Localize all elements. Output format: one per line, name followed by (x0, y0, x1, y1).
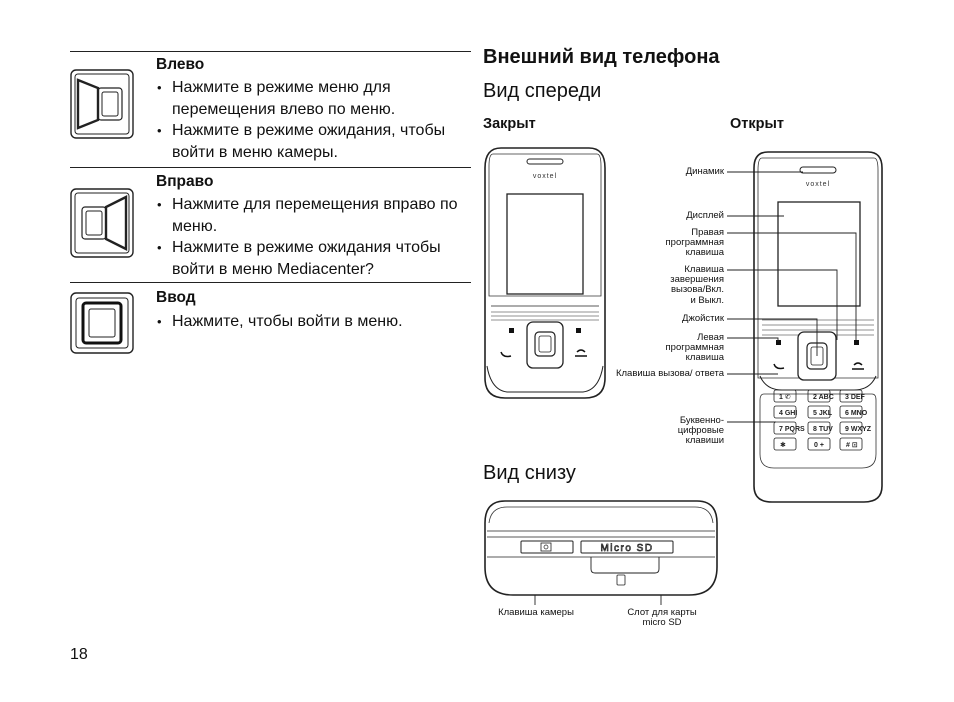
bullet-item: Нажмите в режиме меню для перемещения вл… (156, 77, 476, 120)
svg-text:# ⊡: # ⊡ (846, 442, 858, 449)
svg-text:7 PQRS: 7 PQRS (779, 426, 805, 433)
enter-key-icon (70, 292, 134, 354)
key-title-right: Вправо (156, 173, 214, 190)
section-title: Внешний вид телефона (483, 46, 720, 68)
right-key-description: Нажмите для перемещения вправо по меню. … (156, 194, 476, 280)
enter-key-description: Нажмите, чтобы войти в меню. (156, 311, 476, 333)
svg-text:2 ABC: 2 ABC (813, 394, 834, 401)
svg-text:✱: ✱ (780, 441, 786, 449)
closed-phone-illustration: voxtel (483, 146, 607, 405)
callout-joystick: Джойстик (682, 313, 724, 324)
closed-label: Закрыт (483, 116, 536, 132)
callout-right-soft-key: Правая программная клавиша (665, 227, 724, 259)
open-label: Открыт (730, 116, 784, 132)
closed-brand-text: voxtel (533, 173, 557, 180)
svg-text:3 DEF: 3 DEF (845, 394, 866, 401)
svg-text:4 GHI: 4 GHI (779, 410, 797, 417)
svg-text:9 WXYZ: 9 WXYZ (845, 426, 872, 433)
key-title-enter: Ввод (156, 289, 196, 306)
divider-top (70, 51, 471, 52)
left-key-description: Нажмите в режиме меню для перемещения вл… (156, 77, 476, 163)
page-number: 18 (70, 646, 88, 663)
bullet-item: Нажмите для перемещения вправо по меню. (156, 194, 476, 237)
right-key-icon (70, 187, 134, 259)
svg-text:6 MNO: 6 MNO (845, 410, 868, 417)
left-key-icon (70, 68, 134, 140)
bullet-item: Нажмите, чтобы войти в меню. (156, 311, 476, 333)
bottom-phone-illustration: Micro SD (483, 499, 719, 604)
callout-alnum-keys: Буквенно- цифровые клавиши (677, 415, 724, 447)
bullet-item: Нажмите в режиме ожидания, чтобы войти в… (156, 120, 476, 163)
divider (70, 282, 471, 283)
svg-text:0 +: 0 + (814, 442, 824, 449)
svg-text:8 TUV: 8 TUV (813, 426, 833, 433)
callout-speaker: Динамик (685, 166, 724, 177)
callout-end-key: Клавиша завершения вызова/Вкл. и Выкл. (670, 264, 724, 306)
divider (70, 167, 471, 168)
callout-display: Дисплей (686, 210, 724, 221)
svg-text:5 JKL: 5 JKL (813, 410, 833, 417)
callout-camera-key: Клавиша камеры (498, 607, 574, 618)
callout-call-key: Клавиша вызова/ ответа (615, 368, 724, 379)
micro-sd-label: Micro SD (600, 543, 653, 554)
front-view-title: Вид спереди (483, 80, 602, 102)
callout-sd-slot: Слот для карты micro SD (627, 607, 697, 629)
bottom-view-title: Вид снизу (483, 462, 576, 484)
bullet-item: Нажмите в режиме ожидания чтобы войти в … (156, 237, 476, 280)
svg-text:1 ✆: 1 ✆ (779, 394, 791, 401)
open-brand-text: voxtel (806, 181, 830, 188)
open-phone-illustration: voxtel 1 ✆ 2 ABC 3 DEF 4 GHI 5 JKL 6 MNO 7 P… (752, 150, 884, 509)
key-title-left: Влево (156, 56, 205, 73)
callout-left-soft-key: Левая программная клавиша (665, 332, 724, 364)
